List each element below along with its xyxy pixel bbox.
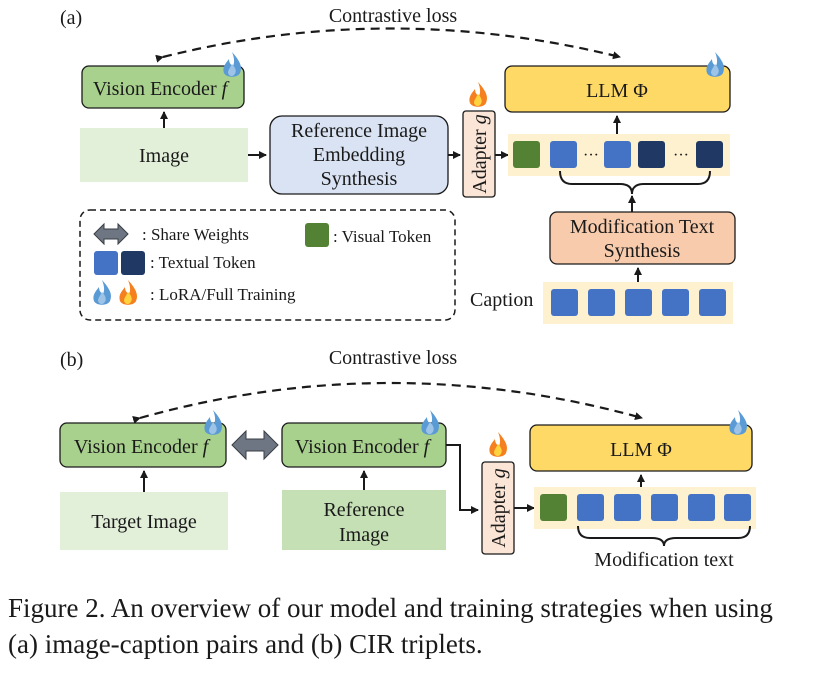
textual-token <box>614 494 641 521</box>
textual-token-legend-icon <box>94 251 118 275</box>
lora-flame-icon <box>93 280 112 305</box>
svg-text:Reference Image: Reference Image <box>291 120 427 142</box>
lora-flame-icon <box>729 410 748 435</box>
svg-text:···: ··· <box>673 147 689 164</box>
target-image-box: Target Image <box>60 492 228 550</box>
panel-b-label: (b) <box>60 349 83 371</box>
textual-token <box>588 289 615 316</box>
share-weights-arrow-icon <box>231 429 279 461</box>
svg-text:Synthesis: Synthesis <box>321 168 398 190</box>
svg-text:Image: Image <box>339 524 389 546</box>
lora-flame-icon <box>204 410 223 435</box>
contrastive-loss-label-b: Contrastive loss <box>329 347 458 369</box>
textual-token <box>550 141 577 168</box>
fire-icon <box>469 82 488 107</box>
visual-token <box>513 141 540 168</box>
textual-token <box>651 494 678 521</box>
svg-text:LLM Φ: LLM Φ <box>586 80 648 102</box>
textual-token <box>604 141 631 168</box>
visual-token-legend-icon <box>305 223 329 247</box>
adapter-a: Adapter g <box>462 110 496 198</box>
svg-text:LLM Φ: LLM Φ <box>610 439 672 461</box>
token-brace-b <box>577 525 751 547</box>
lora-flame-icon <box>421 410 440 435</box>
visual-token <box>540 494 567 521</box>
svg-text:Vision Encoder f: Vision Encoder f <box>74 436 211 458</box>
image-box-a: Image <box>80 128 248 182</box>
textual-token-legend-icon <box>121 251 145 275</box>
modification-text-label: Modification text <box>594 549 734 571</box>
caption-label: Caption <box>470 289 533 311</box>
svg-text:Embedding: Embedding <box>313 144 405 166</box>
vision-encoder-reference: Vision Encoder f <box>281 422 447 468</box>
modification-synthesis-box: Modification Text Synthesis <box>549 211 736 265</box>
caption-token-row <box>543 282 733 324</box>
contrastive-arc-b <box>132 381 643 424</box>
textual-token <box>696 141 723 168</box>
svg-text:: Textual Token: : Textual Token <box>150 253 256 272</box>
svg-text:Synthesis: Synthesis <box>604 240 681 262</box>
reference-synthesis-box: Reference Image Embedding Synthesis <box>269 115 449 195</box>
contrastive-loss-label-a: Contrastive loss <box>329 5 458 27</box>
legend: : Share Weights : Visual Token : Textual… <box>79 209 456 321</box>
reference-to-adapter-line <box>446 444 479 514</box>
svg-text:Modification Text: Modification Text <box>570 216 715 238</box>
llm-box-a: LLM Φ <box>504 65 731 113</box>
lora-flame-icon <box>706 52 725 77</box>
svg-text:: Visual Token: : Visual Token <box>333 227 432 246</box>
textual-token <box>551 289 578 316</box>
lora-flame-icon <box>223 52 242 77</box>
token-row-b <box>534 487 756 529</box>
fire-icon <box>119 280 138 305</box>
svg-text:Image: Image <box>139 145 189 167</box>
svg-text:···: ··· <box>583 147 599 164</box>
svg-text:Adapter g: Adapter g <box>488 468 510 547</box>
textual-token <box>662 289 689 316</box>
adapter-b: Adapter g <box>481 461 515 555</box>
textual-token <box>625 289 652 316</box>
textual-token <box>699 289 726 316</box>
svg-text:Adapter g: Adapter g <box>469 114 491 193</box>
llm-box-b: LLM Φ <box>529 424 753 472</box>
svg-text:Vision Encoder f: Vision Encoder f <box>295 436 432 458</box>
fire-icon <box>489 432 508 457</box>
panel-a-label: (a) <box>60 7 82 29</box>
contrastive-arc-a <box>155 27 621 63</box>
vision-encoder-target: Vision Encoder f <box>59 422 227 468</box>
textual-token <box>577 494 604 521</box>
diagram-svg: (a) Contrastive loss Vision Encoder f LL… <box>59 5 756 571</box>
svg-text:Reference: Reference <box>323 499 404 521</box>
textual-token <box>638 141 665 168</box>
svg-text:Vision Encoder f: Vision Encoder f <box>93 78 230 100</box>
svg-text:: LoRA/Full Training: : LoRA/Full Training <box>150 285 296 304</box>
figure-caption: Figure 2. An overview of our model and t… <box>8 593 773 659</box>
token-row-a: ··· ··· <box>508 134 730 176</box>
share-weights-arrow-icon <box>93 222 129 246</box>
svg-text:Target Image: Target Image <box>91 511 197 533</box>
textual-token <box>724 494 751 521</box>
token-brace-a <box>559 170 711 195</box>
vision-encoder-a: Vision Encoder f <box>81 65 245 109</box>
reference-image-box: Reference Image <box>282 490 446 550</box>
textual-token <box>688 494 715 521</box>
svg-text:: Share Weights: : Share Weights <box>142 225 249 244</box>
